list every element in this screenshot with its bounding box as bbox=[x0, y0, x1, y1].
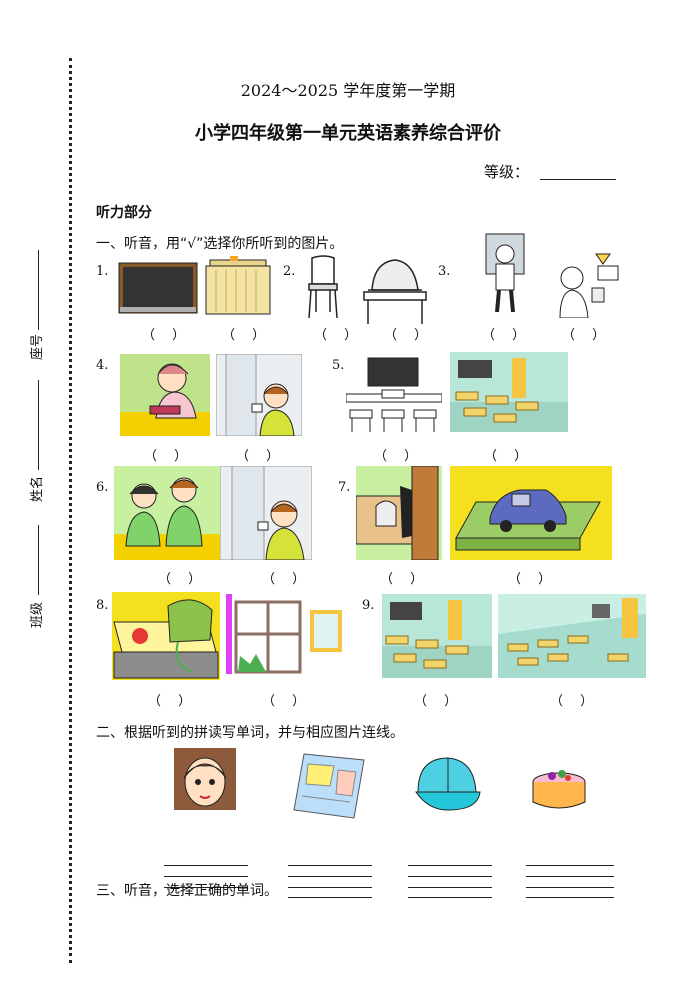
window-and-picture-picture bbox=[226, 594, 342, 674]
answer-paren[interactable]: （ ） bbox=[508, 572, 552, 587]
classroom-picture bbox=[382, 594, 492, 678]
answer-paren[interactable]: （ ） bbox=[384, 328, 428, 343]
cap-picture bbox=[415, 757, 481, 811]
door-picture bbox=[356, 466, 442, 560]
answer-line[interactable] bbox=[164, 887, 248, 888]
answer-paren[interactable]: （ ） bbox=[414, 694, 458, 709]
seat-label: 座号 bbox=[30, 333, 45, 360]
grade-label: 等级： bbox=[484, 163, 530, 181]
answer-paren[interactable]: （ ） bbox=[262, 694, 306, 709]
listening-heading: 听力部分 bbox=[96, 205, 152, 221]
answer-paren[interactable]: （ ） bbox=[148, 694, 192, 709]
answer-paren[interactable]: （ ） bbox=[142, 328, 186, 343]
answer-line[interactable] bbox=[288, 865, 372, 866]
answer-paren[interactable]: （ ） bbox=[484, 449, 528, 464]
boy-cleaning-window-picture bbox=[216, 354, 302, 436]
boy-cleaning-window-picture bbox=[485, 233, 525, 313]
answer-paren[interactable]: （ ） bbox=[562, 328, 606, 343]
answer-paren[interactable]: （ ） bbox=[374, 449, 418, 464]
answer-line[interactable] bbox=[288, 876, 372, 877]
classroom-picture bbox=[450, 352, 568, 432]
grade-blank[interactable] bbox=[540, 179, 616, 180]
item-number: 5. bbox=[332, 358, 345, 373]
school-year: 2024～2025 学年度第一学期 bbox=[240, 81, 456, 100]
class-label: 班级 bbox=[30, 601, 45, 628]
desk-picture bbox=[205, 256, 271, 315]
item-number: 2. bbox=[283, 264, 296, 279]
section2-label: 二、根据听到的拼读写单词，并与相应图片连线。 bbox=[96, 725, 404, 741]
answer-paren[interactable]: （ ） bbox=[262, 572, 306, 587]
children-cleaning-picture bbox=[114, 466, 220, 560]
boy-turning-on-light-picture bbox=[559, 253, 619, 318]
answer-paren[interactable]: （ ） bbox=[144, 449, 188, 464]
big-classroom-picture bbox=[498, 594, 646, 678]
answer-line[interactable] bbox=[164, 876, 248, 877]
answer-line[interactable] bbox=[408, 865, 492, 866]
item-number: 6. bbox=[96, 480, 109, 495]
answer-paren[interactable]: （ ） bbox=[380, 572, 424, 587]
answer-line[interactable] bbox=[526, 897, 614, 898]
girl-at-desk-picture bbox=[120, 354, 210, 436]
answer-line[interactable] bbox=[526, 865, 614, 866]
item-number: 3. bbox=[438, 264, 451, 279]
section3-label: 三、听音，选择正确的单词。 bbox=[96, 883, 278, 899]
answer-line[interactable] bbox=[408, 876, 492, 877]
name-blank[interactable] bbox=[38, 380, 39, 470]
toy-car-on-book-picture bbox=[450, 466, 612, 560]
binding-dotted-line bbox=[69, 58, 72, 963]
item-number: 7. bbox=[338, 480, 351, 495]
answer-line[interactable] bbox=[288, 887, 372, 888]
class-blank[interactable] bbox=[38, 525, 39, 595]
answer-paren[interactable]: （ ） bbox=[314, 328, 358, 343]
page-title: 小学四年级第一单元英语素养综合评价 bbox=[195, 123, 501, 144]
girl-face-picture bbox=[174, 748, 236, 810]
answer-paren[interactable]: （ ） bbox=[222, 328, 266, 343]
cake-picture bbox=[532, 770, 586, 809]
blackboard-picture bbox=[118, 262, 198, 314]
bag-on-desk-picture bbox=[112, 592, 220, 680]
item-number: 8. bbox=[96, 598, 109, 613]
answer-line[interactable] bbox=[408, 897, 492, 898]
boy-cleaning-window-picture bbox=[220, 466, 312, 560]
answer-paren[interactable]: （ ） bbox=[482, 328, 526, 343]
classroom-front-picture bbox=[346, 357, 442, 432]
item-number: 1. bbox=[96, 264, 109, 279]
answer-line[interactable] bbox=[526, 887, 614, 888]
answer-line[interactable] bbox=[408, 887, 492, 888]
section1-label: 一、听音，用“√”选择你所听到的图片。 bbox=[96, 236, 344, 252]
answer-line[interactable] bbox=[164, 865, 248, 866]
item-number: 4. bbox=[96, 358, 109, 373]
seat-blank[interactable] bbox=[38, 250, 39, 330]
name-label: 姓名 bbox=[30, 475, 45, 502]
map-picture bbox=[293, 753, 365, 819]
item-number: 9. bbox=[362, 598, 375, 613]
answer-paren[interactable]: （ ） bbox=[550, 694, 594, 709]
answer-paren[interactable]: （ ） bbox=[236, 449, 280, 464]
chair-picture bbox=[308, 255, 338, 319]
desk-with-hat-picture bbox=[363, 259, 427, 324]
answer-paren[interactable]: （ ） bbox=[158, 572, 202, 587]
answer-line[interactable] bbox=[526, 876, 614, 877]
answer-line[interactable] bbox=[288, 897, 372, 898]
